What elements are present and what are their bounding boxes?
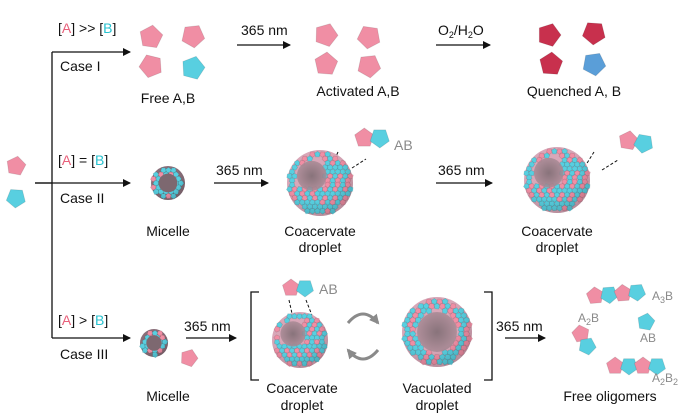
quenched-ab-label: Quenched A, B xyxy=(526,83,622,99)
monomer-a xyxy=(6,155,27,176)
condition-case2: [A] = [B] xyxy=(58,152,109,168)
oligomer-unit xyxy=(606,356,625,374)
oxygen-water-label: O2/H2O xyxy=(438,22,484,40)
wavelength-label-2: 365 nm xyxy=(216,162,263,178)
oligomer-unit xyxy=(613,283,632,302)
oligomer-unit xyxy=(354,127,375,147)
case3-brackets xyxy=(250,291,493,381)
a3b-label: A3B xyxy=(652,289,674,305)
coacervate-label-2b: droplet xyxy=(298,239,342,255)
case3-label: Case III xyxy=(60,346,109,362)
coacervate-case2b-shading xyxy=(524,147,590,213)
oligomer-unit xyxy=(647,358,666,376)
wavelength-label-3: 365 nm xyxy=(438,162,485,178)
vacuolated-droplet-shading xyxy=(402,297,472,367)
free-b xyxy=(182,55,206,80)
vacuolated-label-a: Vacuolated xyxy=(402,380,472,396)
oligomer-unit xyxy=(619,130,639,151)
oligomer-unit xyxy=(633,133,653,154)
wavelength-label-5: 365 nm xyxy=(496,318,543,334)
vacuolated-droplet xyxy=(401,297,473,367)
particles xyxy=(139,147,591,368)
monomer-b xyxy=(5,189,26,209)
oligomer-unit xyxy=(571,324,590,343)
micelle-case2 xyxy=(150,166,185,200)
coacervate-case2a-shading xyxy=(287,150,353,216)
coacervate-label-2a: Coacervate xyxy=(284,223,356,239)
micelle-label-2: Micelle xyxy=(146,223,190,239)
activated-a xyxy=(356,25,381,50)
oligomer-unit xyxy=(295,280,314,298)
a2b-label: A2B xyxy=(578,311,600,327)
oligomer-unit xyxy=(633,356,652,374)
ab-label-row2: AB xyxy=(394,137,413,153)
quenched-a xyxy=(581,22,606,46)
ab-label-row3: AB xyxy=(319,281,338,297)
zoom-guide-line xyxy=(601,159,619,171)
quenched-a xyxy=(539,51,564,75)
case2-label: Case II xyxy=(60,190,105,206)
ab-oligomer-b xyxy=(637,312,656,331)
coacervate-case2b xyxy=(523,147,591,213)
coacervate-label-2c: Coacervate xyxy=(521,223,593,239)
free-a-case3 xyxy=(181,349,199,368)
condition-case3: [A] > [B] xyxy=(58,312,109,328)
activated-ab-label: Activated A,B xyxy=(316,83,400,99)
process-arrows xyxy=(186,41,546,342)
coacervate-case3 xyxy=(272,312,328,368)
quenched-a xyxy=(538,23,562,47)
activated-a xyxy=(314,51,339,75)
wavelength-label-4: 365 nm xyxy=(184,318,231,334)
oligomer-unit xyxy=(585,286,604,304)
free-a xyxy=(181,25,206,49)
micelle-case3-shading xyxy=(140,329,168,357)
coacervate-label-3b: droplet xyxy=(280,397,324,413)
vacuolated-label-b: droplet xyxy=(415,397,459,413)
cycle-arrows xyxy=(346,312,380,361)
molecule-shapes xyxy=(5,22,666,376)
case1-label: Case I xyxy=(60,58,101,74)
oligomer-unit xyxy=(600,286,619,305)
free-a xyxy=(139,24,164,49)
quenched-b xyxy=(582,52,607,77)
activated-a xyxy=(315,23,339,47)
free-oligomers-label: Free oligomers xyxy=(563,388,657,404)
oligomer-unit xyxy=(282,278,301,296)
oligomer-unit xyxy=(578,337,597,356)
oligomer-unit xyxy=(620,358,639,376)
a2b2-label: A2B2 xyxy=(652,371,679,387)
oligomer-unit xyxy=(369,129,390,149)
coacervate-label-2d: droplet xyxy=(535,239,579,255)
micelle-case3 xyxy=(139,329,169,359)
coacervate-case2a xyxy=(286,150,354,216)
condition-case1: [A] >> [B] xyxy=(58,20,117,36)
coacervate-label-3a: Coacervate xyxy=(266,380,338,396)
zoom-guide-line xyxy=(351,158,367,169)
branch-lines xyxy=(35,48,131,342)
micelle-case2-shading xyxy=(151,166,185,200)
coacervate-case3-shading xyxy=(272,312,328,368)
free-ab-label: Free A,B xyxy=(140,90,196,106)
activated-a xyxy=(357,55,382,79)
ab-oligomer-label: AB xyxy=(640,331,657,345)
oligomer-unit xyxy=(628,284,647,302)
micelle-label-3: Micelle xyxy=(146,388,190,404)
free-a xyxy=(138,54,162,79)
wavelength-label-1: 365 nm xyxy=(241,22,288,38)
